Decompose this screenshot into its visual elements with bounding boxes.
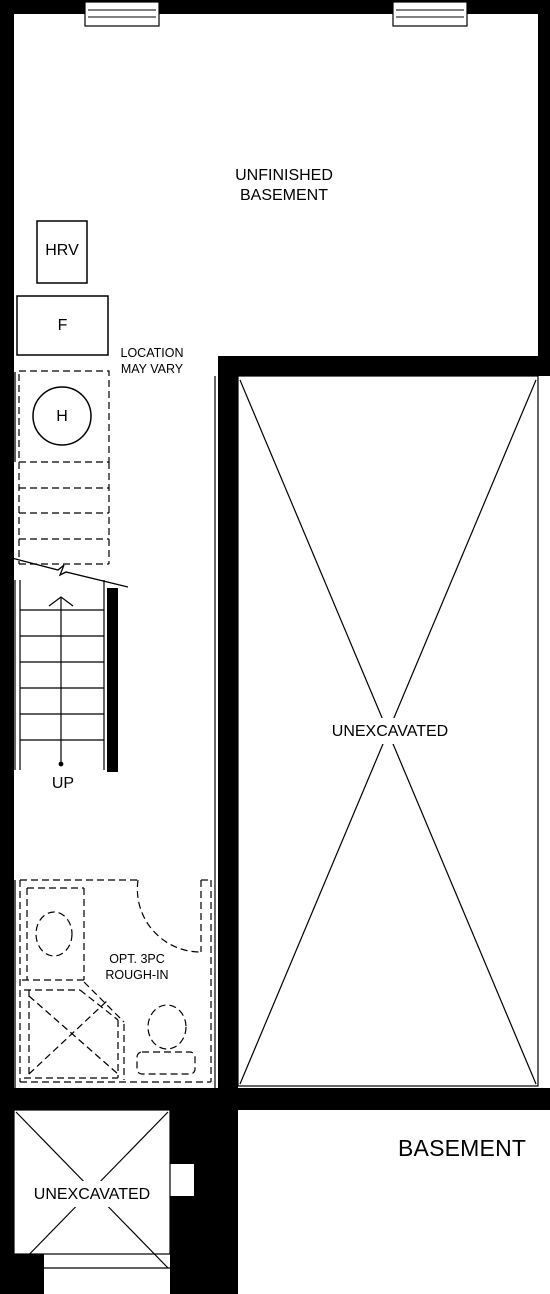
water-heater-zone bbox=[18, 370, 110, 463]
unexcavated-large-label: UNEXCAVATED bbox=[331, 723, 449, 740]
location-note: LOCATION MAY VARY bbox=[108, 346, 196, 377]
location-note-line2: MAY VARY bbox=[120, 361, 184, 376]
stair-upper-dashed bbox=[18, 462, 110, 565]
window-right bbox=[392, 1, 468, 27]
bathroom-label: OPT. 3PC ROUGH-IN bbox=[92, 952, 182, 983]
unfinished-basement-line2: BASEMENT bbox=[239, 187, 328, 204]
bathroom-label-line1: OPT. 3PC bbox=[109, 952, 165, 966]
location-note-line1: LOCATION bbox=[120, 346, 184, 360]
bathroom-rough-in bbox=[19, 879, 212, 1083]
stair-lower bbox=[14, 580, 105, 770]
furnace-label: F bbox=[57, 317, 68, 334]
water-heater-label: H bbox=[56, 408, 68, 425]
unfinished-basement-label: UNFINISHED BASEMENT bbox=[204, 166, 364, 206]
stair-rail bbox=[107, 588, 118, 772]
hrv-label: HRV bbox=[45, 242, 79, 259]
stair-break-line bbox=[0, 554, 129, 588]
stairs-up-label: UP bbox=[51, 775, 75, 792]
unfinished-basement-line1: UNFINISHED bbox=[235, 167, 333, 184]
bathroom-label-line2: ROUGH-IN bbox=[105, 967, 169, 982]
window-left bbox=[84, 1, 160, 27]
furnace-box bbox=[16, 295, 109, 356]
unexcavated-small-label: UNEXCAVATED bbox=[33, 1186, 151, 1203]
hrv-box bbox=[36, 220, 88, 284]
stair-arrow bbox=[48, 596, 74, 764]
water-heater-circle bbox=[32, 386, 92, 446]
floor-name-label: BASEMENT bbox=[398, 1135, 527, 1161]
